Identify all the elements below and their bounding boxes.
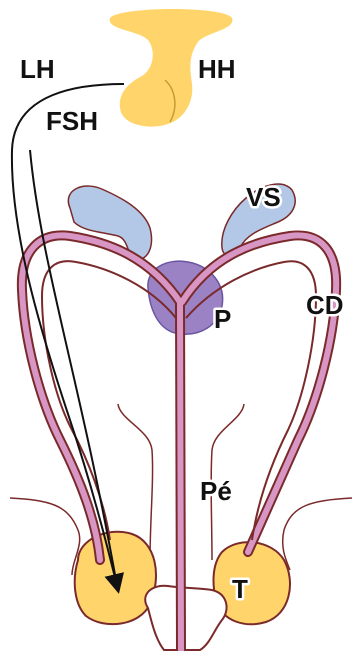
body-contour-left xyxy=(10,498,80,575)
label-p: P xyxy=(214,304,231,334)
label-lh: LH xyxy=(20,54,55,84)
label-t: T xyxy=(232,574,248,604)
label-hh: HH xyxy=(198,54,236,84)
label-pe: Pé xyxy=(200,476,232,506)
label-fsh: FSH xyxy=(46,106,98,136)
label-vs: VS xyxy=(246,182,281,212)
label-cd: CD xyxy=(306,290,344,320)
body-contour-right xyxy=(283,498,352,570)
